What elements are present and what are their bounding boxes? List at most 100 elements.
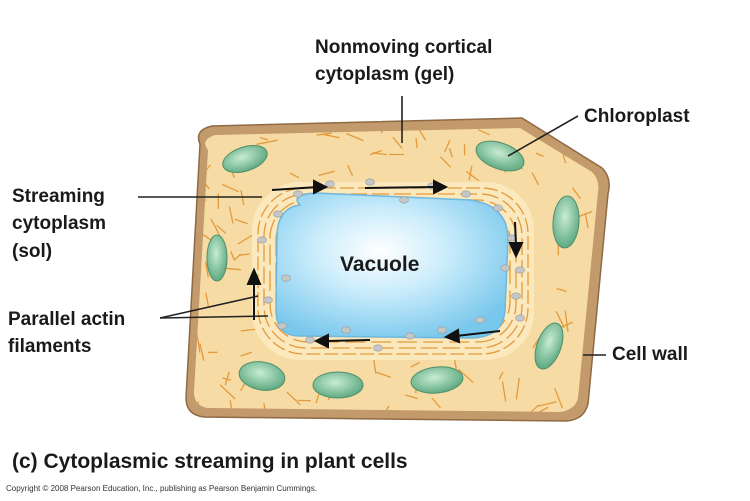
actin-strand (225, 267, 241, 271)
actin-strand (216, 224, 227, 234)
organelle (281, 274, 291, 282)
actin-strand (286, 391, 301, 406)
organelle (373, 344, 383, 352)
actin-strand (219, 384, 236, 400)
chloroplast-8 (410, 366, 464, 394)
organelle (511, 292, 521, 300)
organelle (437, 326, 447, 334)
actin-strand (256, 139, 278, 145)
actin-strand (501, 381, 507, 402)
label-nonmoving-line1: Nonmoving cortical (315, 37, 493, 58)
actin-strand (210, 218, 222, 239)
actin-strand (224, 371, 230, 386)
actin-strand (240, 351, 253, 357)
actin-strand (555, 310, 565, 329)
actin-strand (453, 359, 457, 370)
actin-strand (477, 129, 490, 136)
actin-strand (465, 170, 480, 182)
organelle (493, 204, 503, 212)
actin-strand (457, 368, 474, 383)
actin-strand (259, 136, 269, 141)
organelle (365, 178, 375, 186)
actin-strand (448, 147, 453, 158)
label-cell-wall: Cell wall (612, 344, 689, 365)
chloroplast-7 (312, 371, 364, 399)
actin-strand (199, 343, 205, 361)
actin-strand (346, 133, 364, 142)
label-nonmoving-line2: cytoplasm (gel) (315, 64, 455, 85)
label-streaming-line2: cytoplasm (12, 213, 106, 234)
actin-strand (572, 187, 581, 200)
organelles (257, 178, 525, 352)
actin-strand (535, 152, 544, 157)
organelle (515, 266, 525, 274)
actin-strand (230, 250, 235, 261)
actin-strand (584, 213, 589, 229)
copyright-notice: Copyright © 2008 Pearson Education, Inc.… (6, 484, 317, 493)
chloroplast-3 (552, 195, 580, 249)
label-chloroplast: Chloroplast (584, 106, 690, 127)
organelle (263, 296, 273, 304)
chloroplasts (206, 140, 580, 399)
actin-strand (531, 406, 549, 412)
actin-strand (554, 388, 564, 409)
actin-strand (347, 164, 354, 176)
actin-strand (515, 377, 520, 400)
actin-strand (405, 394, 418, 400)
organelle (399, 196, 409, 204)
leader-chloroplast (507, 115, 579, 157)
actin-strand (531, 172, 540, 186)
chloroplast-6 (238, 361, 286, 391)
actin-strand (444, 139, 451, 153)
actin-strand (556, 287, 567, 293)
actin-strand (239, 253, 250, 256)
actin-strand (373, 359, 377, 375)
figure-caption: (c) Cytoplasmic streaming in plant cells (12, 450, 408, 473)
label-actin-line1: Parallel actin (8, 309, 126, 330)
organelle (461, 190, 471, 198)
actin-strand (439, 156, 452, 168)
organelle (293, 190, 303, 198)
actin-strand (431, 397, 441, 409)
actin-strand (196, 334, 201, 353)
actin-strand (537, 401, 557, 407)
actin-strand (318, 170, 335, 177)
actin-strand (204, 261, 209, 278)
actin-strand (559, 321, 574, 329)
actin-strand (468, 165, 473, 181)
actin-strand (498, 371, 504, 380)
leader-actin-a (159, 295, 259, 319)
organelle (515, 314, 525, 322)
actin-strand (237, 233, 255, 245)
organelle (305, 336, 315, 344)
actin-strand (228, 206, 234, 224)
actin-strand (530, 404, 540, 412)
actin-strand (392, 136, 403, 149)
organelle (475, 316, 485, 324)
actin-strand (289, 172, 300, 179)
actin-strand (564, 310, 569, 332)
actin-strand (240, 328, 258, 332)
actin-strand (321, 133, 340, 139)
actin-strand (561, 152, 567, 164)
organelle (257, 236, 267, 244)
organelle (277, 322, 287, 330)
organelle (325, 180, 335, 188)
streaming-arrows (246, 179, 524, 349)
label-streaming-line3: (sol) (12, 241, 53, 262)
actin-strand (376, 371, 392, 378)
actin-strand (415, 137, 418, 149)
actin-strand (418, 128, 427, 141)
leader-actin-b (159, 315, 269, 319)
actin-strand (221, 183, 239, 193)
chloroplast-1 (222, 145, 268, 173)
label-vacuole: Vacuole (340, 253, 420, 276)
chloroplast-2 (475, 140, 525, 172)
organelle (500, 264, 510, 272)
actin-strand (234, 218, 248, 225)
chloroplast-5 (534, 322, 564, 370)
organelle (341, 326, 351, 334)
actin-strand (315, 393, 320, 404)
organelle (405, 332, 415, 340)
actin-strand (233, 253, 242, 261)
